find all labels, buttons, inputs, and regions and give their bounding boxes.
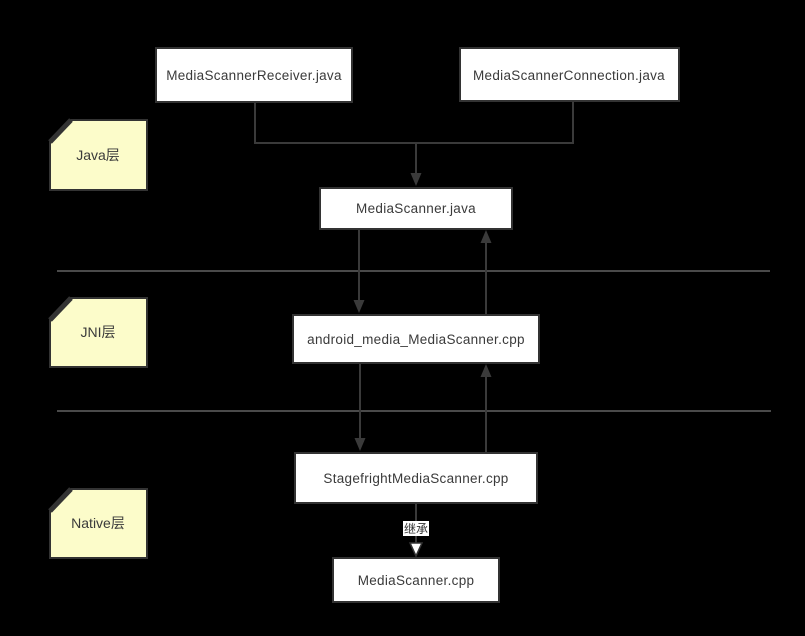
layer-note-jni: JNI层: [48, 296, 148, 368]
stagefrightmediascanner-label: StagefrightMediaScanner.cpp: [323, 471, 508, 486]
node-mediascannerreceiver-java: MediaScannerReceiver.java: [155, 47, 353, 103]
node-mediascanner-java: MediaScanner.java: [319, 187, 513, 230]
native-layer-label: Native层: [71, 515, 125, 531]
mediascannerreceiver-box: [155, 47, 353, 103]
arrowhead-into-stagefright: [354, 438, 366, 451]
arrowhead-into-jni-cpp: [353, 300, 365, 313]
mediascanner-cpp-box: [332, 557, 500, 603]
inheritance-label-bg: [403, 521, 429, 536]
mediascanner-cpp-label: MediaScanner.cpp: [358, 573, 475, 588]
layer-note-java: Java层: [48, 118, 148, 191]
node-mediascannerconnection-java: MediaScannerConnection.java: [459, 47, 680, 102]
jni-layer-note-fold: [48, 296, 73, 322]
node-mediascanner-cpp: MediaScanner.cpp: [332, 557, 500, 603]
edge-top-fanin: [254, 102, 574, 144]
mediascannerreceiver-label: MediaScannerReceiver.java: [166, 68, 342, 83]
node-stagefrightmediascanner-cpp: StagefrightMediaScanner.cpp: [294, 452, 538, 504]
jni-layer-label: JNI层: [81, 324, 116, 340]
native-layer-note-fold: [48, 487, 73, 513]
java-layer-label: Java层: [76, 147, 120, 163]
edge-label-inheritance: 继承: [403, 521, 429, 536]
arrowhead-into-mediascanner-java-bottom: [480, 230, 492, 243]
inheritance-label: 继承: [404, 522, 428, 536]
arrowhead-into-mediascanner-java: [410, 173, 422, 186]
arrowhead-into-jni-cpp-bottom: [480, 364, 492, 377]
android-media-mediascanner-box: [292, 314, 540, 364]
java-layer-note-fold: [48, 118, 73, 144]
layer-note-native: Native层: [48, 487, 148, 559]
mediascannerconnection-box: [459, 47, 680, 102]
arrowhead-inheritance-hollow: [408, 542, 424, 558]
stagefrightmediascanner-box: [294, 452, 538, 504]
mediascannerconnection-label: MediaScannerConnection.java: [473, 68, 665, 83]
mediascanner-java-label: MediaScanner.java: [356, 201, 476, 216]
android-media-mediascanner-label: android_media_MediaScanner.cpp: [307, 332, 525, 347]
mediascanner-java-box: [319, 187, 513, 230]
node-android-media-mediascanner-cpp: android_media_MediaScanner.cpp: [292, 314, 540, 364]
